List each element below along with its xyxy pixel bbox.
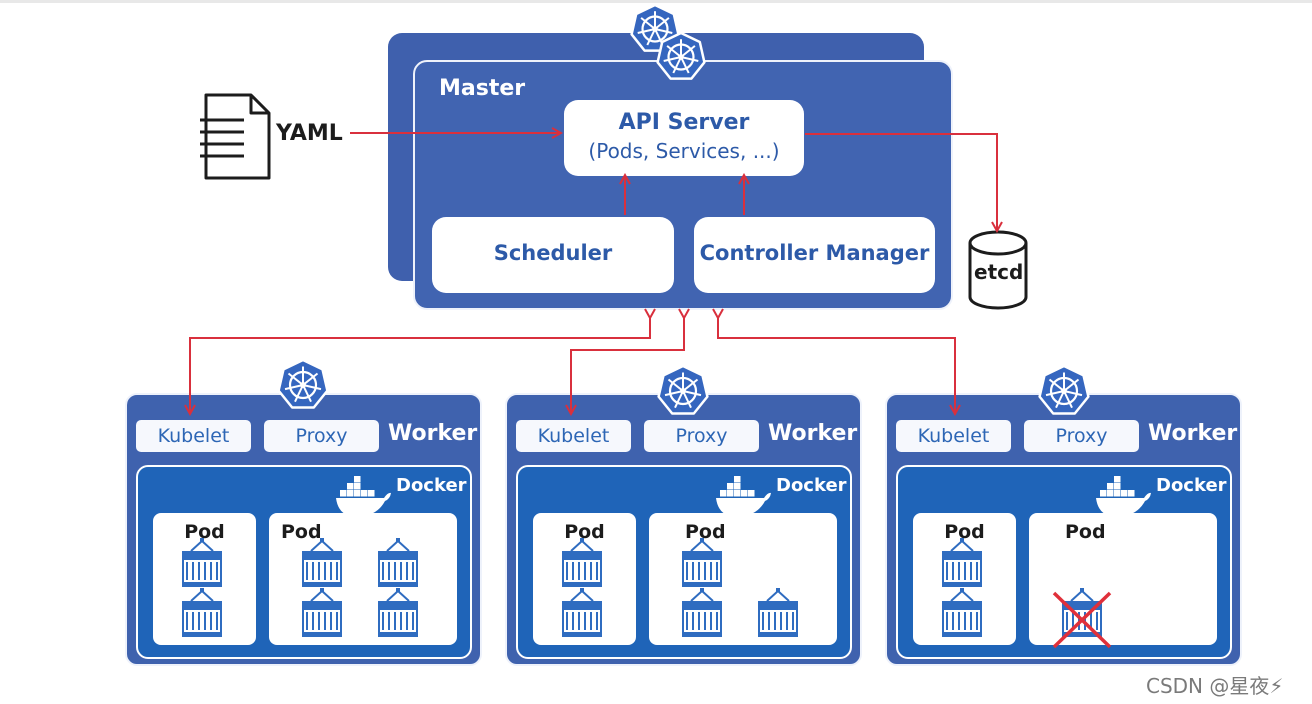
- shipping-container-icon: [682, 538, 722, 587]
- shipping-container-icon: [378, 588, 418, 637]
- docker-label: Docker: [396, 475, 467, 496]
- api-server-title: API Server: [618, 110, 750, 135]
- proxy-badge: Proxy: [264, 420, 379, 452]
- yaml-label: YAML: [276, 121, 343, 146]
- api-server-subtitle: (Pods, Services, ...): [588, 139, 780, 163]
- pod-label: Pod: [944, 521, 985, 543]
- pod-label: Pod: [184, 521, 225, 543]
- shipping-container-icon: [562, 588, 602, 637]
- kubelet-badge: Kubelet: [136, 420, 251, 452]
- shipping-container-icon: [942, 538, 982, 587]
- pod-2: Pod: [649, 513, 837, 645]
- failed-container-icon: [1052, 588, 1112, 649]
- docker-whale-icon: [1096, 476, 1151, 518]
- shipping-container-icon: [758, 588, 798, 637]
- top-divider: [0, 0, 1312, 3]
- api-server-box: API Server (Pods, Services, ...): [564, 100, 804, 176]
- controller-manager-label: Controller Manager: [699, 241, 930, 265]
- docker-whale-icon: [716, 476, 771, 518]
- docker-label: Docker: [1156, 475, 1227, 496]
- shipping-container-icon: [562, 538, 602, 587]
- proxy-badge: Proxy: [1024, 420, 1139, 452]
- proxy-badge: Proxy: [644, 420, 759, 452]
- shipping-container-icon: [182, 588, 222, 637]
- pod-label: Pod: [685, 521, 726, 543]
- kubelet-badge: Kubelet: [896, 420, 1011, 452]
- kubelet-badge: Kubelet: [516, 420, 631, 452]
- shipping-container-icon: [942, 588, 982, 637]
- docker-label: Docker: [776, 475, 847, 496]
- shipping-container-icon: [302, 538, 342, 587]
- pod-label: Pod: [564, 521, 605, 543]
- shipping-container-icon: [182, 538, 222, 587]
- kubernetes-icon: [1038, 364, 1090, 415]
- master-label: Master: [439, 76, 526, 101]
- shipping-container-icon: [378, 538, 418, 587]
- worker-label: Worker: [1148, 421, 1238, 446]
- shipping-container-icon: [302, 588, 342, 637]
- kubernetes-icon: [277, 358, 329, 409]
- worker-label: Worker: [768, 421, 858, 446]
- document-icon: [200, 93, 271, 180]
- scheduler-label: Scheduler: [493, 241, 613, 265]
- pod-label: Pod: [1065, 521, 1106, 543]
- watermark: CSDN @星夜⚡: [1146, 674, 1284, 698]
- pod-2: Pod: [269, 513, 457, 645]
- scheduler-box: Scheduler: [432, 217, 674, 293]
- pod-label: Pod: [281, 521, 322, 543]
- etcd-label: etcd: [974, 260, 1024, 284]
- kubernetes-icon: [657, 364, 709, 415]
- pod-2: Pod: [1029, 513, 1217, 645]
- shipping-container-icon: [682, 588, 722, 637]
- kubernetes-icon: [656, 31, 706, 80]
- database-cylinder-icon: [968, 230, 1028, 310]
- docker-whale-icon: [336, 476, 391, 518]
- worker-label: Worker: [388, 421, 478, 446]
